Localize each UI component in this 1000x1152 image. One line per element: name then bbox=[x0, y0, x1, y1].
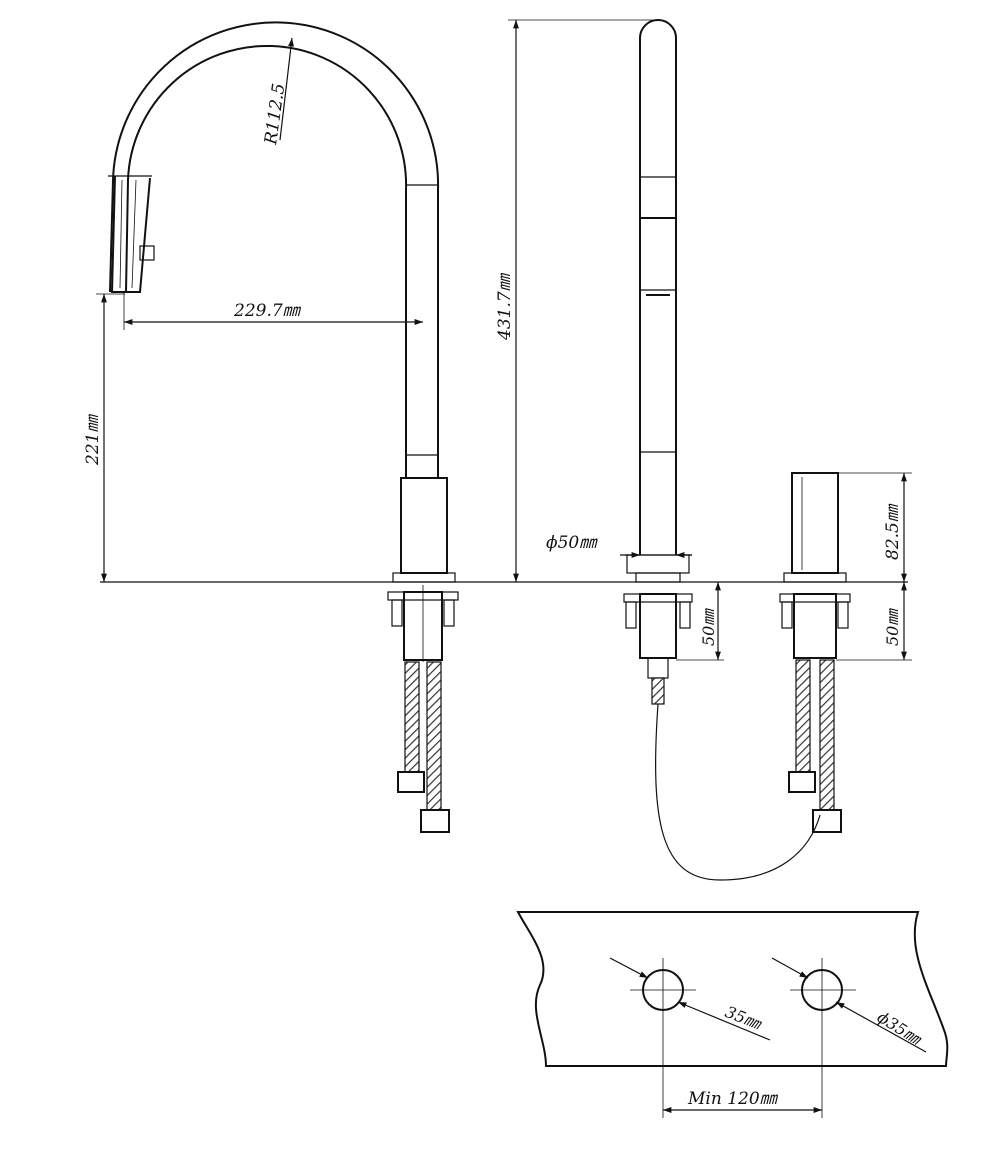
spout-height-dimension: 221㎜ bbox=[83, 293, 125, 582]
shank-right-label: 50㎜ bbox=[883, 608, 902, 646]
total-height-label: 431.7㎜ bbox=[495, 272, 515, 341]
handle-height-label: 82.5㎜ bbox=[883, 503, 903, 560]
radius-label: R112.5 bbox=[261, 82, 289, 147]
reach-dimension: 229.7㎜ bbox=[123, 292, 423, 330]
handle-height-dimension: 82.5㎜ bbox=[838, 472, 912, 582]
handle-side-view bbox=[779, 472, 851, 833]
spacing-label: Min 120㎜ bbox=[687, 1089, 779, 1109]
shank-middle-label: 50㎜ bbox=[699, 608, 718, 646]
faucet-front-view bbox=[623, 19, 821, 881]
mounting-plan: 35㎜ ϕ35㎜ Min 120㎜ bbox=[516, 911, 949, 1118]
radius-dimension: R112.5 bbox=[261, 37, 294, 147]
hole-right-label: ϕ35㎜ bbox=[874, 1007, 926, 1049]
reach-label: 229.7㎜ bbox=[233, 301, 302, 321]
faucet-side-view bbox=[108, 21, 459, 833]
spout-height-label: 221㎜ bbox=[83, 414, 103, 466]
shank-dimension-middle: 50㎜ bbox=[676, 582, 724, 661]
base-diameter-dimension: ϕ50㎜ bbox=[546, 533, 692, 558]
total-height-dimension: 431.7㎜ bbox=[495, 19, 660, 582]
base-diameter-label: ϕ50㎜ bbox=[546, 533, 598, 553]
shank-dimension-right: 50㎜ bbox=[836, 582, 912, 661]
